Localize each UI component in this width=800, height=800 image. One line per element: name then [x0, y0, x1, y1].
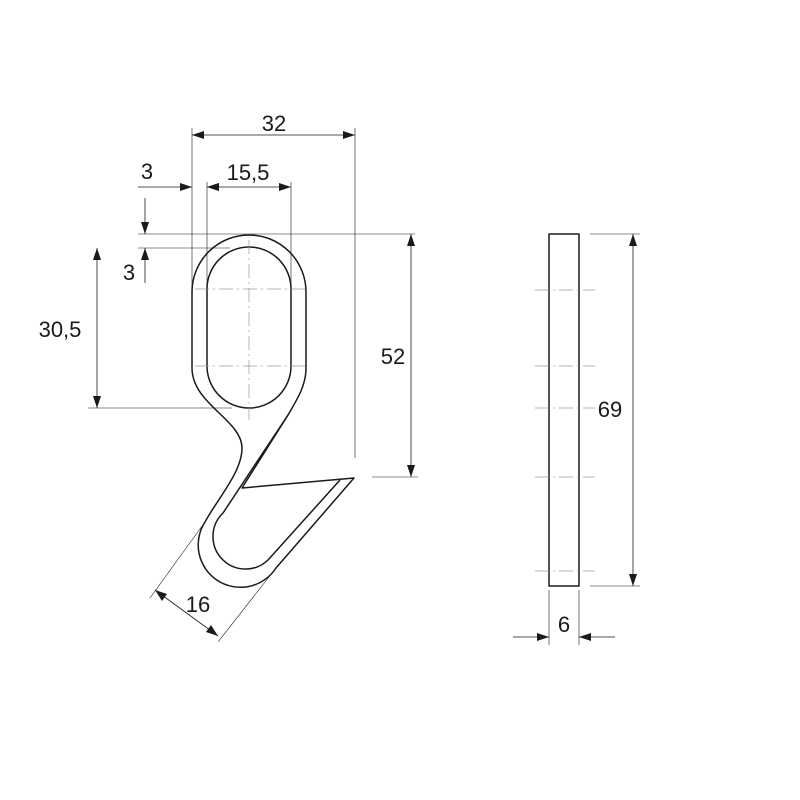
- hook-inner-edge: [212, 414, 341, 570]
- side-profile: [548, 233, 580, 587]
- dim-label-30-5: 30,5: [39, 317, 82, 342]
- dim-label-3-vertical: 3: [123, 260, 135, 285]
- dim-wall-top: 3: [123, 198, 415, 285]
- hook-front-view: [191, 234, 355, 589]
- dim-label-15-5: 15,5: [227, 160, 270, 185]
- slot-center-lines: [195, 240, 305, 420]
- dim-label-69: 69: [598, 397, 622, 422]
- dim-label-3-horizontal: 3: [141, 159, 153, 184]
- dim-hook-height: 52: [372, 234, 418, 478]
- dim-label-16: 16: [186, 592, 210, 617]
- dim-label-32: 32: [262, 111, 286, 136]
- dim-overall-width: 32: [191, 111, 356, 458]
- dim-hook-bend: 16: [149, 521, 277, 643]
- hook-outer-contour: [191, 234, 355, 589]
- dim-slot-length: 30,5: [39, 248, 232, 409]
- dim-label-6: 6: [558, 612, 570, 637]
- dim-label-52: 52: [381, 344, 405, 369]
- dim-thickness: 6: [513, 590, 615, 645]
- hook-side-view: [535, 233, 595, 587]
- dim-total-height: 69: [590, 233, 640, 587]
- dim-wall-width: 3: [138, 159, 219, 191]
